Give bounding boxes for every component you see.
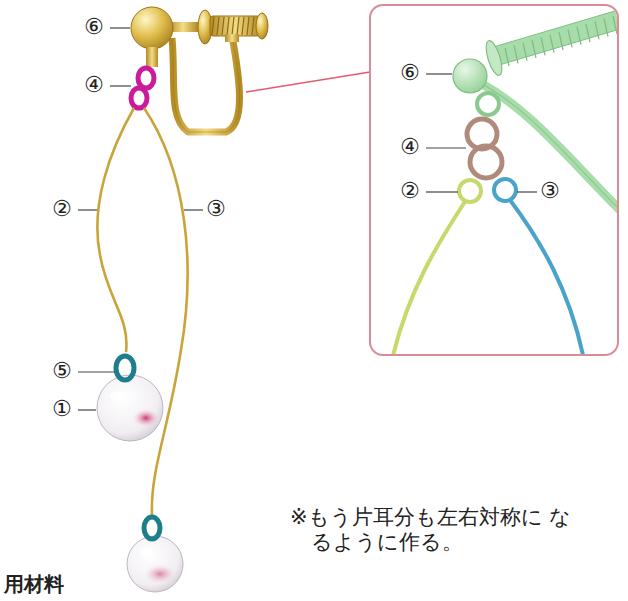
detail-illustration [392, 8, 617, 354]
callout-number: ④ [84, 72, 104, 98]
glass-bead [127, 517, 183, 592]
callout-number: ⑥ [84, 14, 104, 40]
callout-number: ④ [400, 134, 420, 160]
callout-number: ⑤ [52, 358, 72, 384]
callout-number: ① [52, 396, 72, 422]
callout-number: ③ [540, 178, 560, 204]
pointer-line [246, 72, 370, 92]
earring-clip [131, 7, 268, 132]
jump-ring [131, 68, 154, 108]
wire [97, 108, 187, 516]
callout-number: ③ [206, 196, 226, 222]
callout-number: ② [400, 178, 420, 204]
callout-number: ② [52, 196, 72, 222]
note-text: ※もう片耳分も左右対称に なるように作る。 [290, 505, 576, 555]
leader-line [78, 28, 537, 410]
detail-frame [370, 5, 618, 355]
callout-number: ⑥ [400, 60, 420, 86]
heading-text: 用材料 [4, 572, 64, 596]
glass-bead [97, 356, 163, 441]
